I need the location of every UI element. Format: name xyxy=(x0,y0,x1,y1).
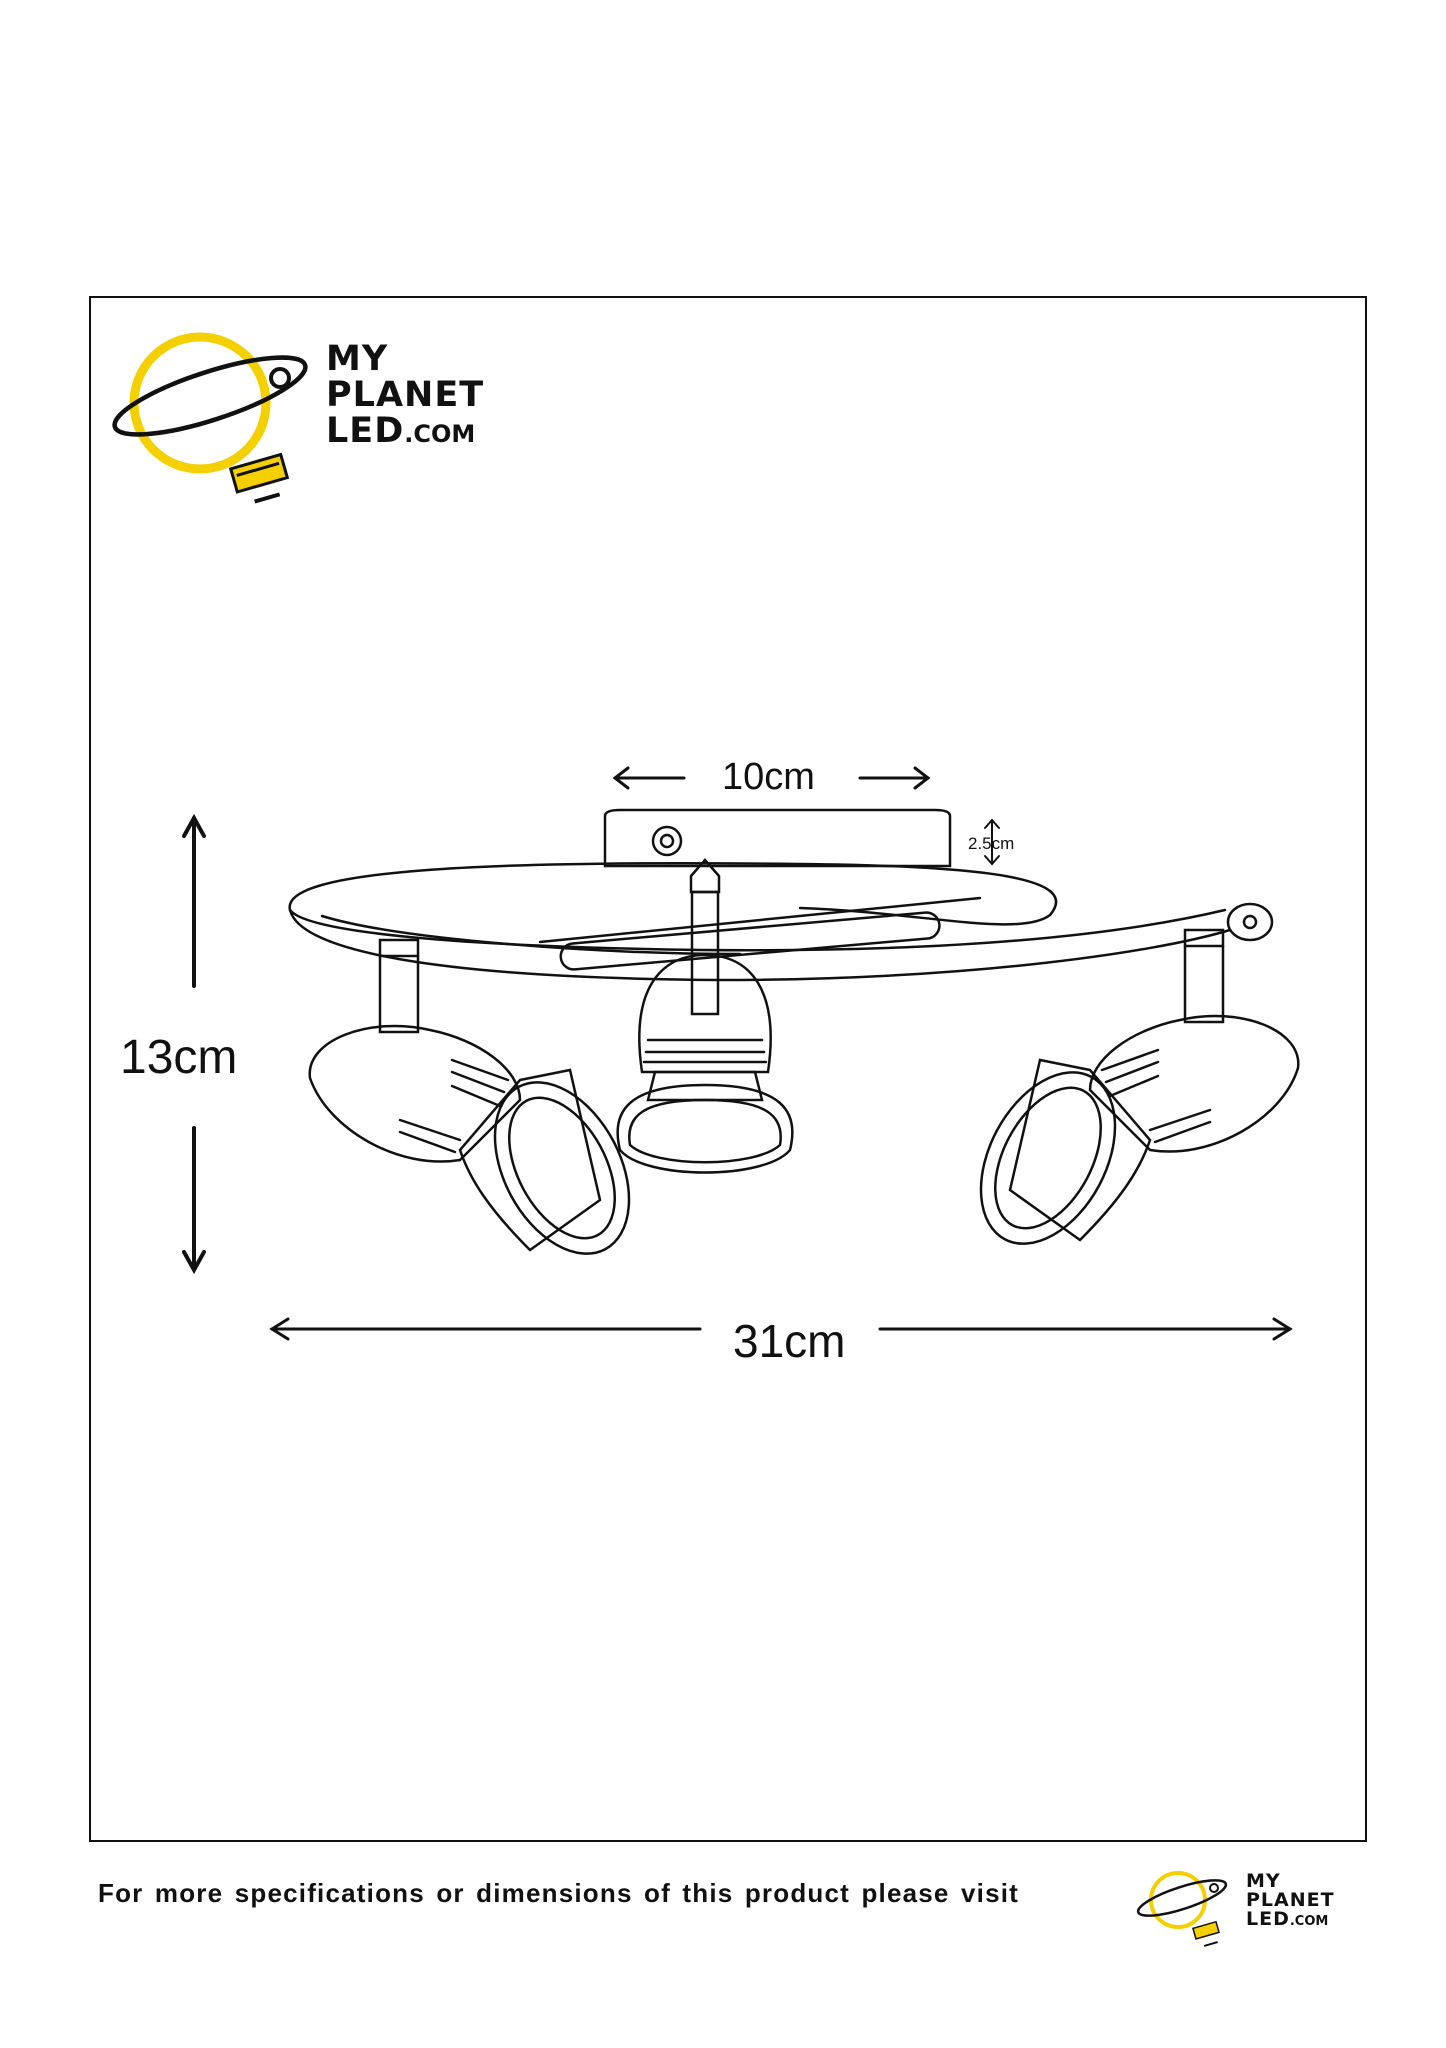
footer-note: For more specifications or dimensions of… xyxy=(98,1878,1020,1908)
fixture-diagram xyxy=(182,766,1300,1341)
planet-bulb-logo-icon xyxy=(112,332,308,504)
dimension-label-width-top: 10cm xyxy=(722,756,815,798)
brand-line-my: MY xyxy=(326,339,389,379)
ceiling-base xyxy=(603,808,952,868)
brand-name-top: MY PLANET LED.COM xyxy=(326,342,484,450)
planet-bulb-logo-icon xyxy=(1136,1871,1228,1947)
brand-line-planet: PLANET xyxy=(1246,1889,1335,1911)
arrow-width-total xyxy=(269,1317,1293,1341)
left-spotlight xyxy=(308,938,631,1255)
arrow-width-top xyxy=(612,766,931,790)
spiral-arm xyxy=(288,861,1274,982)
brand-line-led: LED.COM xyxy=(326,411,476,451)
dimension-label-width-total: 31cm xyxy=(733,1315,846,1367)
arrow-height xyxy=(182,813,206,1275)
brand-line-planet: PLANET xyxy=(326,375,485,415)
dimension-label-base-height: 2.5cm xyxy=(968,834,1015,853)
drawing-frame xyxy=(89,296,1367,1842)
right-spotlight xyxy=(979,928,1300,1245)
brand-line-led: LED.COM xyxy=(1246,1908,1329,1930)
dimension-label-height: 13cm xyxy=(120,1031,238,1084)
brand-line-my: MY xyxy=(1246,1870,1281,1892)
brand-name-bottom: MY PLANET LED.COM xyxy=(1246,1872,1335,1929)
arrow-base-height xyxy=(984,818,1000,866)
center-spotlight xyxy=(616,858,794,1174)
